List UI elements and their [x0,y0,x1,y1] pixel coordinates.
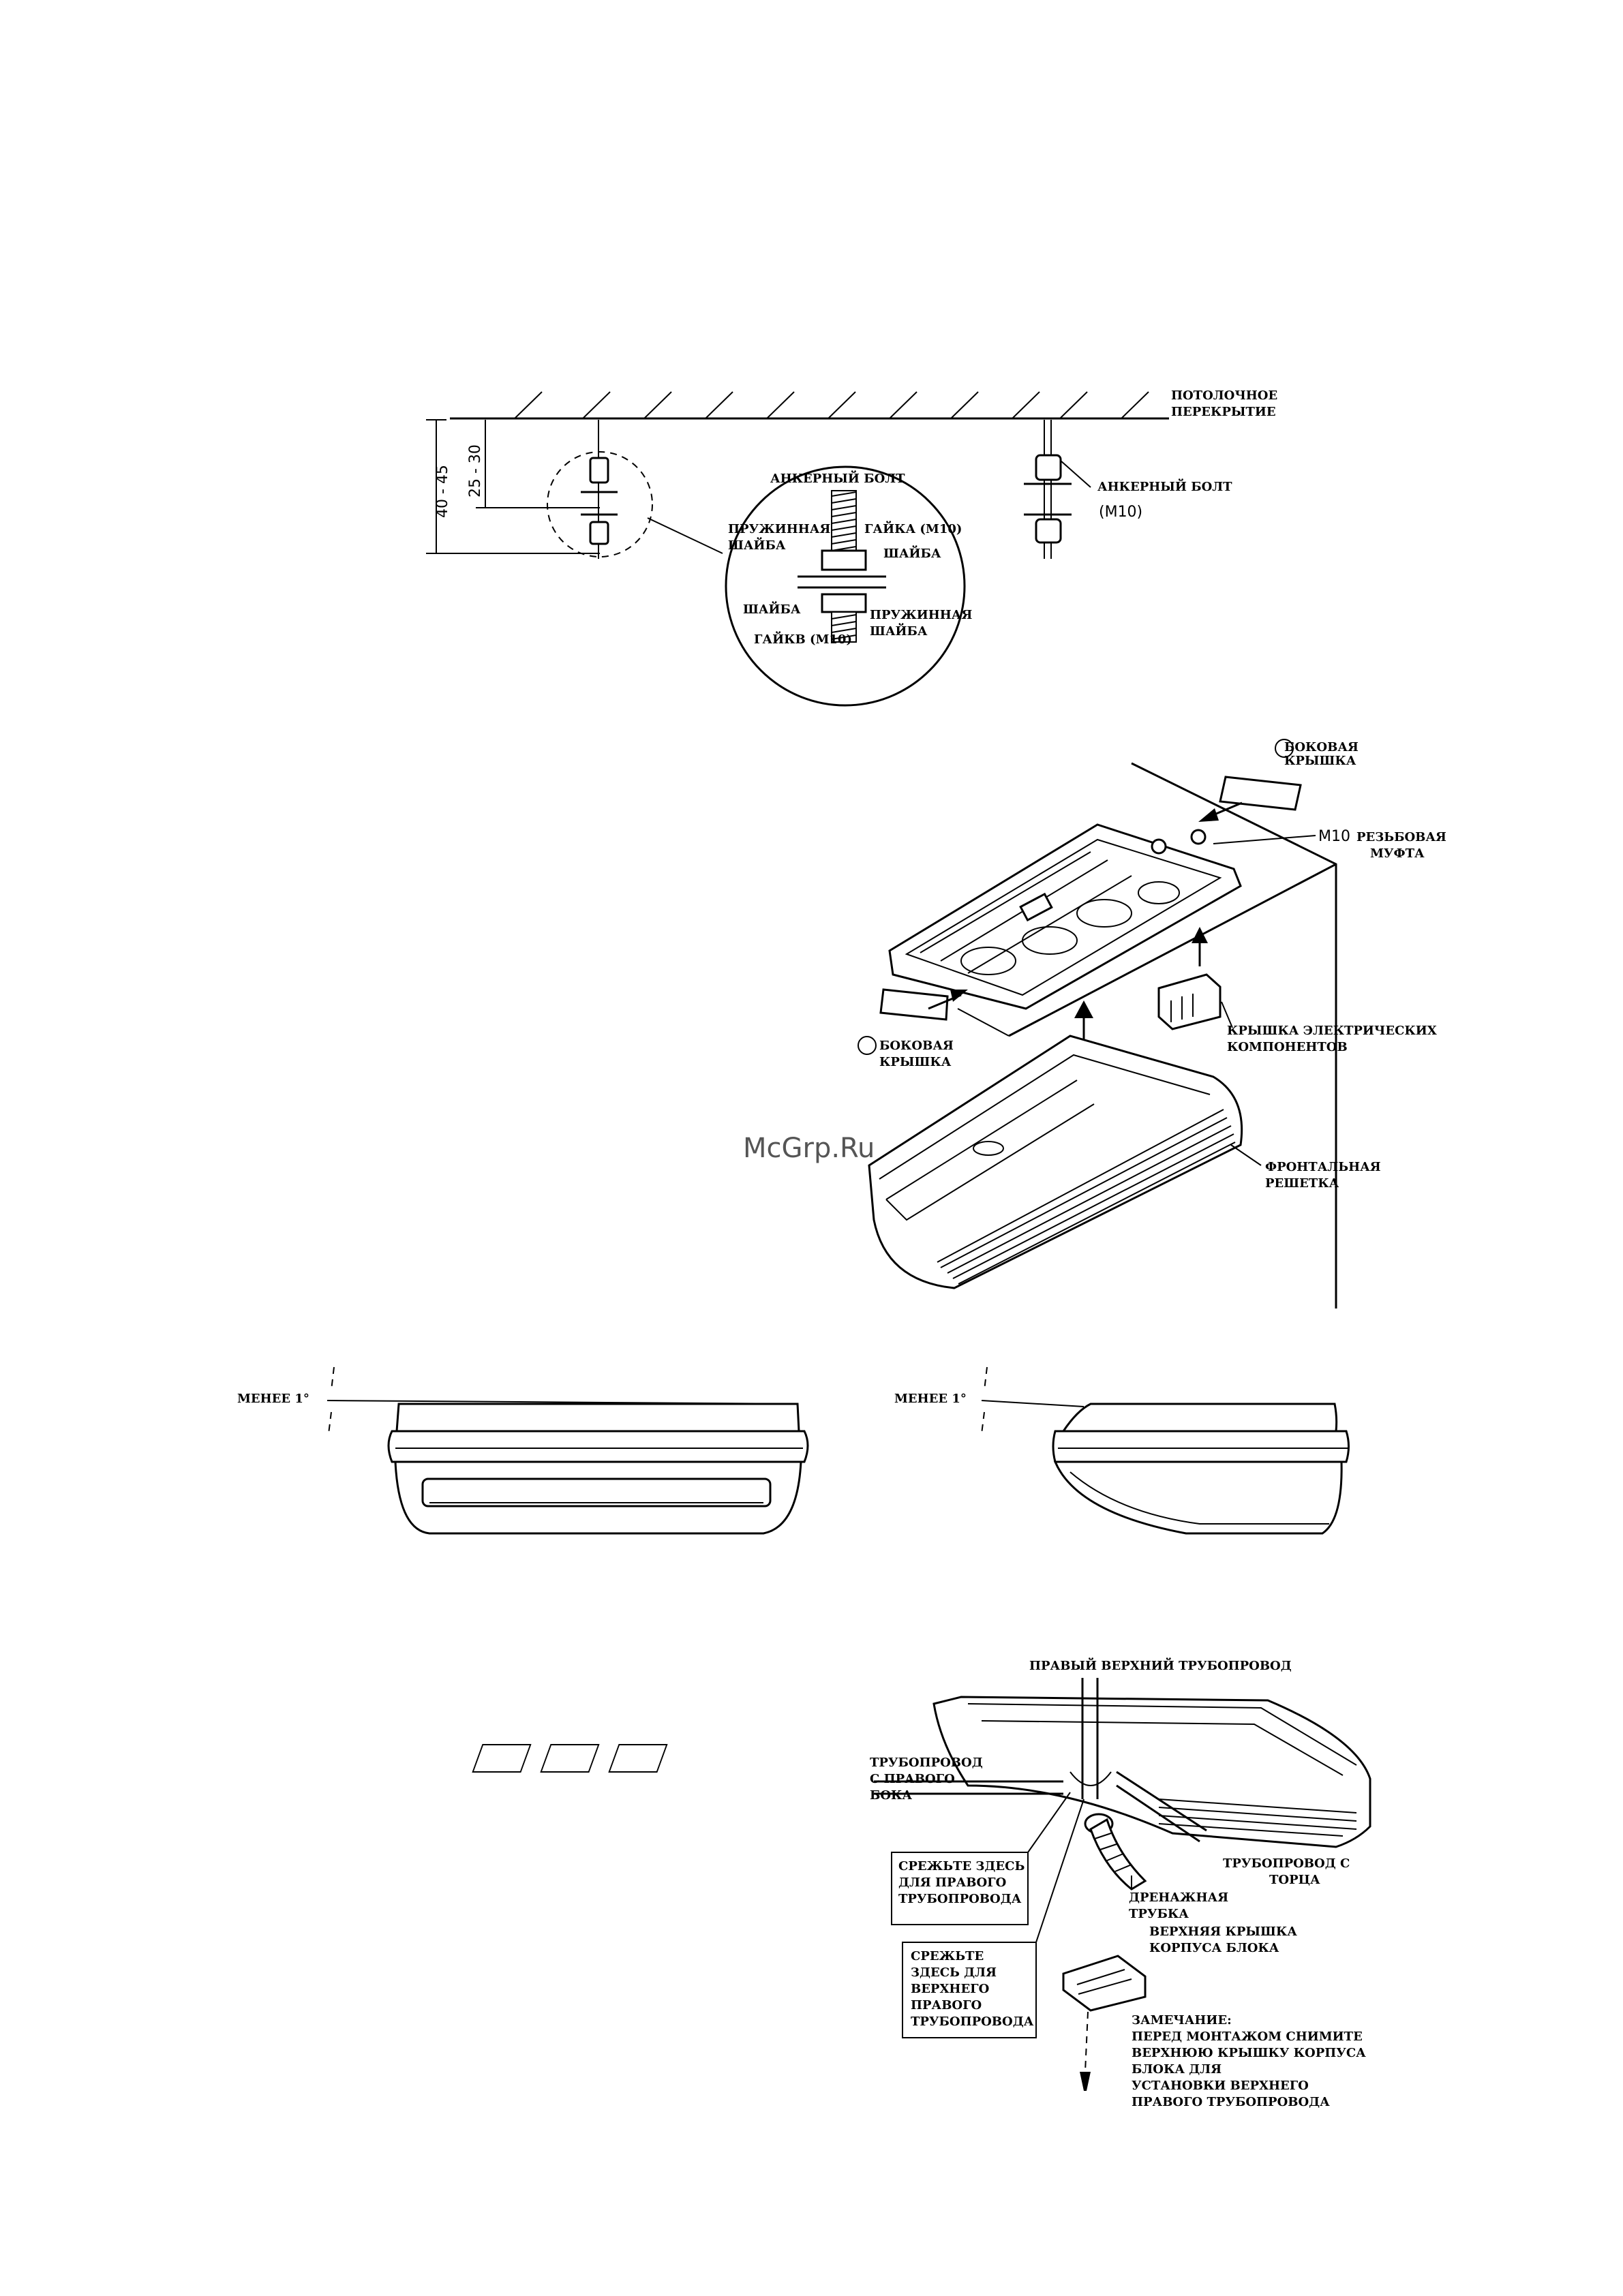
side-cover-top [1219,776,1302,811]
note-line-5: УСТАНОВКИ ВЕРХНЕГО [1132,2079,1309,2093]
cut-upper-right-pipe-label-3: ВЕРХНЕГО [911,1982,989,1996]
threaded-coupling-m10: M10 [1318,828,1350,845]
drain-tube-label-1: ДРЕНАЖНАЯ [1129,1891,1228,1905]
left-anchor-bolt [581,420,618,559]
side-cover-left-label-2: КРЫШКА [879,1055,952,1069]
threaded-coupling-leader [1213,835,1316,844]
note-line-2: ПЕРЕД МОНТАЖОМ СНИМИТЕ [1132,2030,1363,2044]
right-m10-label: (M10) [1099,504,1142,521]
drain-tube [1084,1813,1147,1891]
end-pipe [1116,1784,1200,1843]
cut-right-pipe-label-1: СРЕЖЬТЕ ЗДЕСЬ [898,1859,1025,1873]
ceiling-label-1: ПОТОЛОЧНОЕ [1171,388,1277,403]
right-side-pipe-label-3: БОКА [870,1788,912,1803]
right-anchor-bolt [1024,420,1091,559]
threaded-coupling-label-2: МУФТА [1370,846,1425,861]
detail-anchor-bolt-label: АНКЕРНЫЙ БОЛТ [770,470,905,486]
side-cover-left-marker [858,1036,877,1055]
indoor-unit-body [868,1035,1243,1289]
cut-upper-right-pipe-box [902,1942,1037,2038]
electrical-cover-label-2: КОМПОНЕНТОВ [1227,1040,1348,1054]
top-cover-part [1062,1955,1147,2091]
drain-tube-label-2: ТРУБКА [1129,1907,1189,1921]
side-cover-left-label-1: БОКОВАЯ [879,1039,954,1053]
electrical-cover-label-1: КРЫШКА ЭЛЕКТРИЧЕСКИХ [1227,1024,1437,1038]
cut-upper-right-pipe-label-1: СРЕЖЬТЕ [911,1949,984,1963]
top-cover-label-1: ВЕРХНЯЯ КРЫШКА [1149,1925,1297,1939]
front-grille-label-1: ФРОНТАЛЬНАЯ [1265,1160,1381,1174]
ceiling-hatching [514,391,1149,419]
side-cover-top-marker [1275,739,1294,758]
top-cover-label-2: КОРПУСА БЛОКА [1149,1941,1279,1955]
threaded-coupling-label-1: РЕЗЬБОВАЯ [1356,830,1446,844]
detail-washer-top-label: ШАЙБА [883,545,941,561]
electrical-cover [1157,973,1222,1030]
unit-chassis [888,823,1242,1010]
detail-leader [647,517,723,554]
note-line-3: ВЕРХНЮЮ КРЫШКУ КОРПУСА [1132,2046,1366,2060]
side-cover-top-label-1: БОКОВАЯ [1284,740,1359,754]
end-pipe-label-2: ТОРЦА [1269,1873,1320,1887]
dimension-inner: 25 - 30 [467,444,484,498]
dimension-outer: 40 - 45 [434,465,451,518]
unit-front-view [387,1403,809,1535]
detail-spring-washer-bottom-2: ШАЙБА [870,622,928,639]
right-side-pipe-label-1: ТРУБОПРОВОД [870,1756,983,1770]
side-cover-top-label-2: КРЫШКА [1284,754,1356,768]
detail-callout-circle [547,451,653,557]
inclination-right-label: МЕНЕЕ 1° [894,1392,967,1406]
cut-upper-right-pipe-label-5: ТРУБОПРОВОДА [911,2015,1034,2029]
cut-right-pipe-label-2: ДЛЯ ПРАВОГО [898,1876,1006,1890]
side-cover-left [879,988,949,1021]
right-side-pipe-label-2: С ПРАВОГО [870,1772,955,1786]
figure-anchor-bolt: ПОТОЛОЧНОЕ ПЕРЕКРЫТИЕ 40 - 45 25 - 30 [426,388,1277,707]
cut-right-pipe-label-3: ТРУБОПРОВОДА [898,1892,1022,1906]
watermark: McGrp.Ru [743,1133,875,1164]
detail-spring-washer-bottom-1: ПРУЖИННАЯ [870,608,972,622]
end-pipe-label-1: ТРУБОПРОВОД С [1223,1856,1350,1871]
note-line-4: БЛОКА ДЛЯ [1132,2062,1222,2077]
unit-piping-view [472,1696,1371,1848]
note-line-1: ЗАМЕЧАНИЕ: [1132,2013,1232,2027]
ceiling-label-2: ПЕРЕКРЫТИЕ [1171,405,1276,419]
unit-side-view [1052,1403,1350,1535]
right-top-pipe-label: ПРАВЫЙ ВЕРХНИЙ ТРУБОПРОВОД [1029,1657,1292,1673]
front-grille-louvers [937,1109,1236,1285]
inclination-right-reference [981,1400,1084,1407]
figure-piping: ПРАВЫЙ ВЕРХНИЙ ТРУБОПРОВОД [472,1657,1371,2109]
cut-upper-right-pipe-label-2: ЗДЕСЬ ДЛЯ [911,1965,997,1980]
detail-spring-washer-top-1: ПРУЖИННАЯ [728,522,830,536]
inclination-left-label: МЕНЕЕ 1° [237,1392,309,1406]
note-line-6: ПРАВОГО ТРУБОПРОВОДА [1132,2095,1330,2109]
detail-nut-bottom-label: ГАЙКВ (M10) [754,630,852,647]
detail-circle [725,465,966,707]
detail-washer-left-label: ШАЙБА [743,600,801,617]
cut-upper-right-pipe-label-4: ПРАВОГО [911,1998,982,2012]
right-anchor-bolt-label: АНКЕРНЫЙ БОЛТ [1097,478,1232,494]
detail-spring-washer-top-2: ШАЙБА [728,536,786,553]
front-grille-label-2: РЕШЕТКА [1265,1176,1339,1191]
detail-bolt [798,490,886,643]
figure-inclination: МЕНЕЕ 1° МЕНЕЕ 1° [237,1366,1350,1535]
detail-nut-top-label: ГАЙКА (M10) [864,520,962,536]
cut-right-pipe-box [891,1852,1029,1925]
figure-unit-assembly: БОКОВАЯ КРЫШКА M10 РЕЗЬБОВАЯ МУФТА БОКОВ… [743,739,1446,1308]
